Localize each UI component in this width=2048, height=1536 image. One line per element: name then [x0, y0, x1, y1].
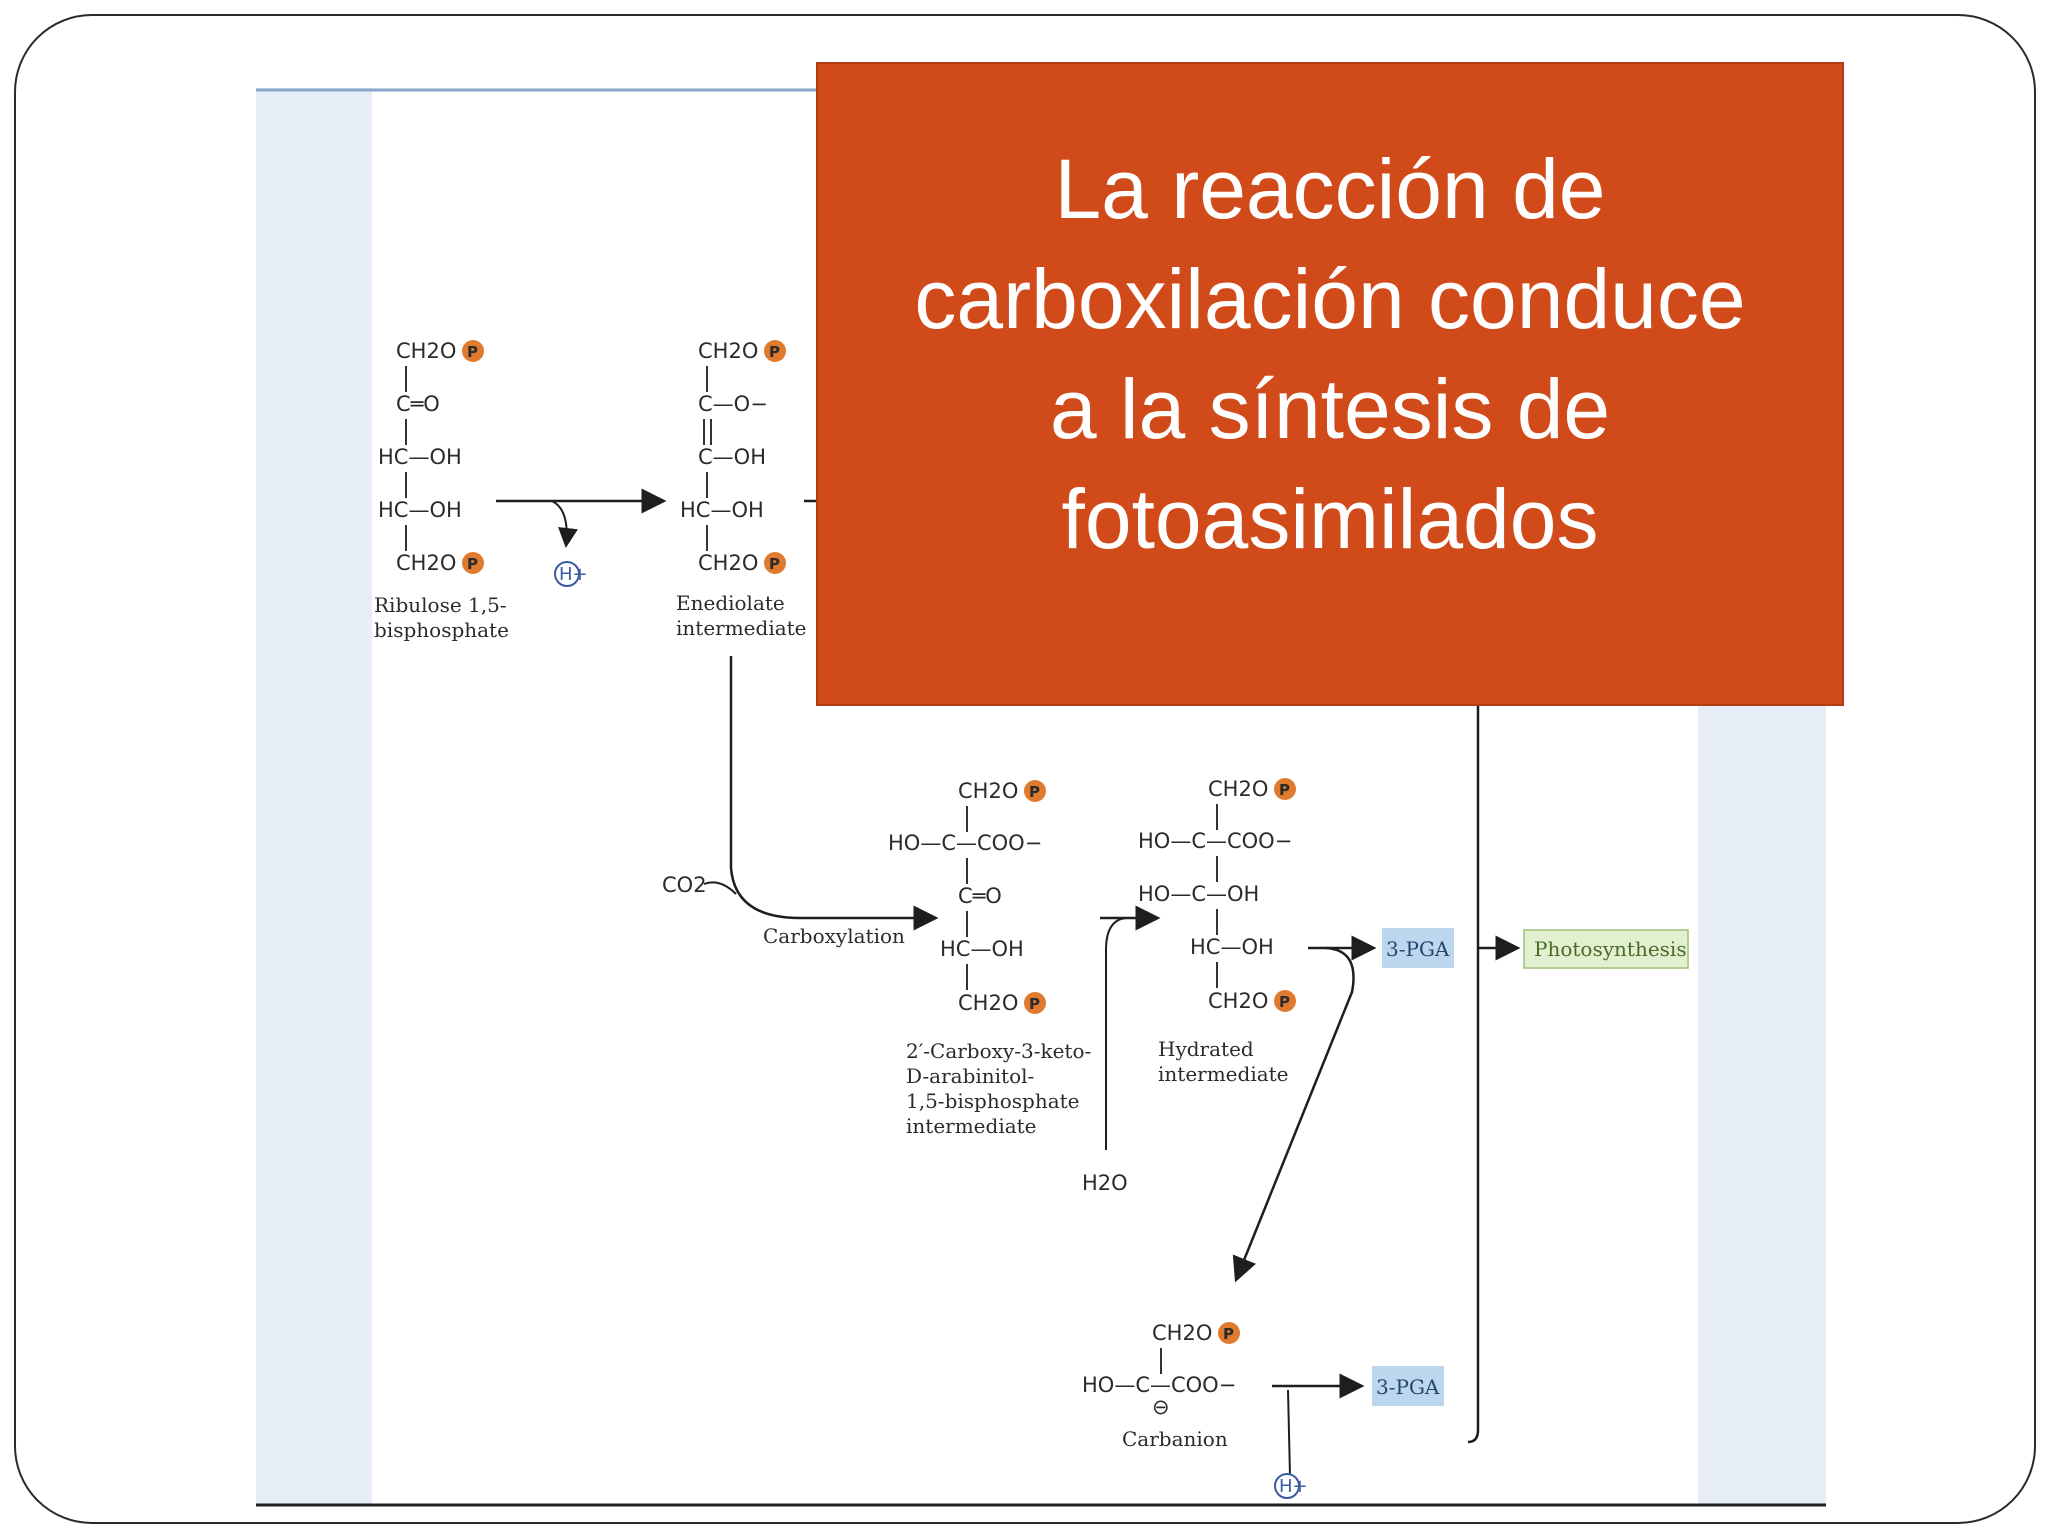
- svg-text:P: P: [467, 343, 478, 361]
- water-label: H2O: [1082, 1171, 1128, 1195]
- arrow-proton-release: [551, 500, 578, 548]
- molecule-keto-intermediate: CH2O HO—C—COO− C═O HC—OH CH2O P P 2′-Car…: [888, 779, 1091, 1138]
- keto-caption-2: D-arabinitol-: [906, 1064, 1034, 1088]
- hydrated-line-2: HO—C—COO−: [1138, 829, 1292, 853]
- figure-side-band-left: [256, 88, 372, 1506]
- hydrated-caption-2: intermediate: [1158, 1062, 1289, 1086]
- hydrated-line-5: CH2O: [1208, 989, 1268, 1013]
- enediolate-caption-1: Enediolate: [676, 591, 785, 615]
- svg-text:H+: H+: [559, 564, 588, 585]
- enediolate-line-1: CH2O: [698, 339, 758, 363]
- ribulose-line-4: HC—OH: [378, 498, 462, 522]
- svg-text:P: P: [1279, 781, 1290, 799]
- pga-box-1: 3-PGA: [1382, 928, 1454, 968]
- svg-text:P: P: [1279, 993, 1290, 1011]
- pga-box-2: 3-PGA: [1372, 1366, 1444, 1406]
- hydrated-line-4: HC—OH: [1190, 935, 1274, 959]
- molecule-ribulose: CH2O C═O HC—OH HC—OH CH2O P P Ribulose 1…: [374, 339, 509, 642]
- keto-caption-3: 1,5-bisphosphate: [906, 1089, 1080, 1113]
- pga-label-1: 3-PGA: [1386, 937, 1450, 961]
- enediolate-line-5: CH2O: [698, 551, 758, 575]
- co2-entry-line: [703, 881, 737, 895]
- phosphate-icon: P: [1024, 992, 1046, 1014]
- arrow-to-carbanion: [1232, 946, 1355, 1283]
- svg-text:P: P: [769, 555, 780, 573]
- carbanion-caption: Carbanion: [1122, 1427, 1228, 1451]
- ribulose-caption-1: Ribulose 1,5-: [374, 593, 507, 617]
- phosphate-icon: P: [1274, 778, 1296, 800]
- hydrated-line-1: CH2O: [1208, 777, 1268, 801]
- svg-text:H+: H+: [1279, 1476, 1308, 1497]
- enediolate-line-4: HC—OH: [680, 498, 764, 522]
- photosynthesis-box: Photosynthesis: [1523, 929, 1689, 969]
- svg-text:P: P: [467, 555, 478, 573]
- hydrated-caption-1: Hydrated: [1158, 1037, 1254, 1061]
- phosphate-icon: P: [462, 340, 484, 362]
- molecule-hydrated: CH2O HO—C—COO− HO—C—OH HC—OH CH2O P P Hy…: [1138, 777, 1296, 1086]
- product-bracket: [1467, 706, 1480, 1444]
- carbanion-line-2: HO—C—COO−: [1082, 1373, 1236, 1397]
- svg-text:P: P: [1223, 1325, 1234, 1343]
- carbanion-line-3: ⊖: [1152, 1395, 1170, 1419]
- proton-icon: H+: [554, 561, 588, 587]
- ribulose-line-1: CH2O: [396, 339, 456, 363]
- proton-icon: H+: [1274, 1473, 1308, 1499]
- svg-text:P: P: [769, 343, 780, 361]
- enediolate-line-2: C—O−: [698, 392, 768, 416]
- ribulose-caption-2: bisphosphate: [374, 618, 509, 642]
- ribulose-line-2: C═O: [396, 392, 440, 416]
- carbanion-line-1: CH2O: [1152, 1321, 1212, 1345]
- phosphate-icon: P: [1218, 1322, 1240, 1344]
- slide-title: La reacción de carboxilación conduce a l…: [914, 142, 1746, 566]
- phosphate-icon: P: [764, 340, 786, 362]
- ribulose-line-5: CH2O: [396, 551, 456, 575]
- hydrated-line-3: HO—C—OH: [1138, 882, 1259, 906]
- enediolate-line-3: C—OH: [698, 445, 766, 469]
- title-box: La reacción de carboxilación conduce a l…: [816, 62, 1844, 706]
- svg-text:P: P: [1029, 783, 1040, 801]
- ribulose-line-3: HC—OH: [378, 445, 462, 469]
- molecule-enediolate: CH2O C—O− C—OH HC—OH CH2O P P Enediolate…: [676, 339, 807, 640]
- phosphate-icon: P: [764, 552, 786, 574]
- svg-text:P: P: [1029, 995, 1040, 1013]
- phosphate-icon: P: [1274, 990, 1296, 1012]
- pga-label-2: 3-PGA: [1376, 1375, 1440, 1399]
- co2-label: CO2: [662, 873, 707, 897]
- water-entry-line: [1105, 917, 1127, 1150]
- keto-caption-4: intermediate: [906, 1114, 1037, 1138]
- keto-line-5: CH2O: [958, 991, 1018, 1015]
- phosphate-icon: P: [462, 552, 484, 574]
- molecule-carbanion: CH2O HO—C—COO− ⊖ P Carbanion: [1082, 1321, 1240, 1451]
- keto-caption-1: 2′-Carboxy-3-keto-: [906, 1039, 1091, 1063]
- arrow-carboxylation: [729, 656, 939, 931]
- keto-line-1: CH2O: [958, 779, 1018, 803]
- photosynthesis-label: Photosynthesis: [1534, 937, 1687, 961]
- keto-line-3: C═O: [958, 884, 1002, 908]
- keto-line-2: HO—C—COO−: [888, 831, 1042, 855]
- enediolate-caption-2: intermediate: [676, 616, 807, 640]
- carboxylation-label: Carboxylation: [763, 924, 905, 948]
- keto-line-4: HC—OH: [940, 937, 1024, 961]
- phosphate-icon: P: [1024, 780, 1046, 802]
